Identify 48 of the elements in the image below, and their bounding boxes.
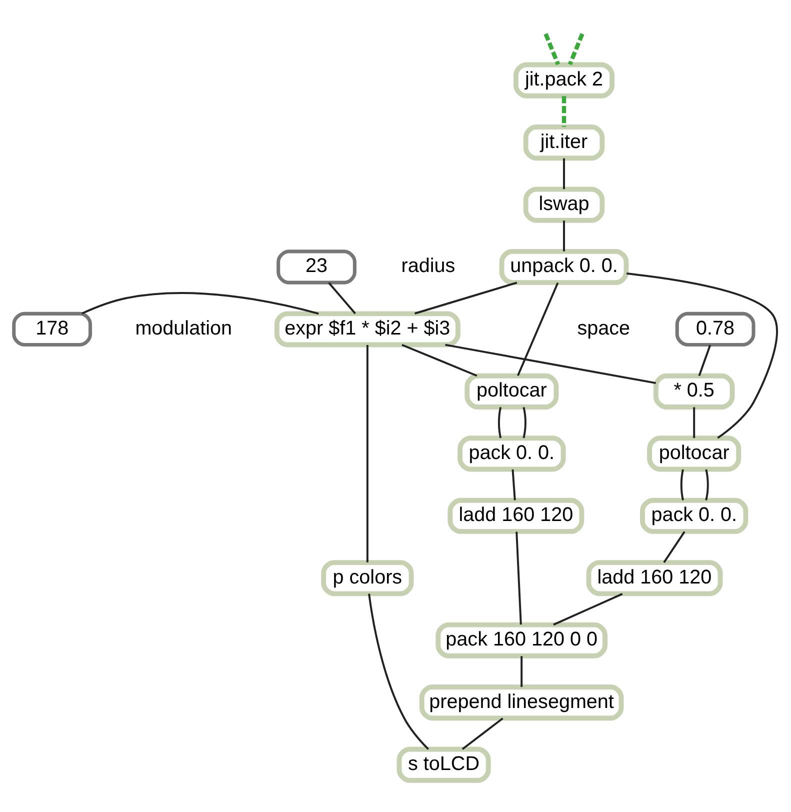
node-box: p colors [321, 560, 414, 596]
node-box: pack 0. 0. [458, 435, 566, 472]
node-box: lswap [523, 186, 605, 222]
node-box: prepend linesegment [419, 684, 624, 720]
node-box: jit.iter [523, 124, 605, 160]
node-box: unpack 0. 0. [499, 248, 629, 285]
node-box: ladd 160 120 [586, 560, 723, 596]
connector [563, 220, 565, 251]
node-label: modulation [135, 316, 232, 339]
node-box: pack 160 120 0 0 [436, 622, 608, 658]
node-box: poltocar [464, 372, 559, 409]
node-box: poltocar [647, 435, 742, 472]
connector [516, 531, 522, 624]
node-box: jit.pack 2 [513, 62, 615, 98]
connector [462, 717, 504, 750]
connector [516, 282, 559, 376]
connector [544, 32, 560, 65]
connector [568, 32, 584, 65]
connector [328, 282, 356, 314]
node-box: 0.78 [675, 311, 756, 346]
node-box: ladd 160 120 [448, 497, 584, 534]
node-label: space [577, 316, 630, 339]
node-box: s toLCD [396, 746, 491, 782]
connector [693, 406, 696, 438]
connector [498, 406, 502, 438]
node-box: pack 0. 0. [640, 497, 748, 534]
connector [82, 292, 319, 314]
connector [663, 530, 686, 563]
connector [520, 656, 523, 686]
connector [562, 96, 566, 126]
connector [563, 158, 565, 189]
node-label: radius [401, 254, 456, 277]
connector [402, 343, 478, 376]
connector [414, 281, 518, 314]
connector [368, 593, 430, 750]
connector [445, 343, 656, 384]
connector [366, 344, 368, 562]
connector [553, 592, 623, 626]
node-box: expr $f1 * $i2 + $i3 [274, 310, 460, 347]
connector [626, 272, 778, 438]
connector [680, 468, 684, 500]
connector [522, 406, 526, 438]
connector [705, 468, 709, 500]
node-box: * 0.5 [653, 372, 735, 409]
connector [512, 468, 516, 500]
node-box: 178 [12, 311, 92, 346]
node-box: 23 [276, 249, 356, 284]
connector [698, 344, 712, 376]
